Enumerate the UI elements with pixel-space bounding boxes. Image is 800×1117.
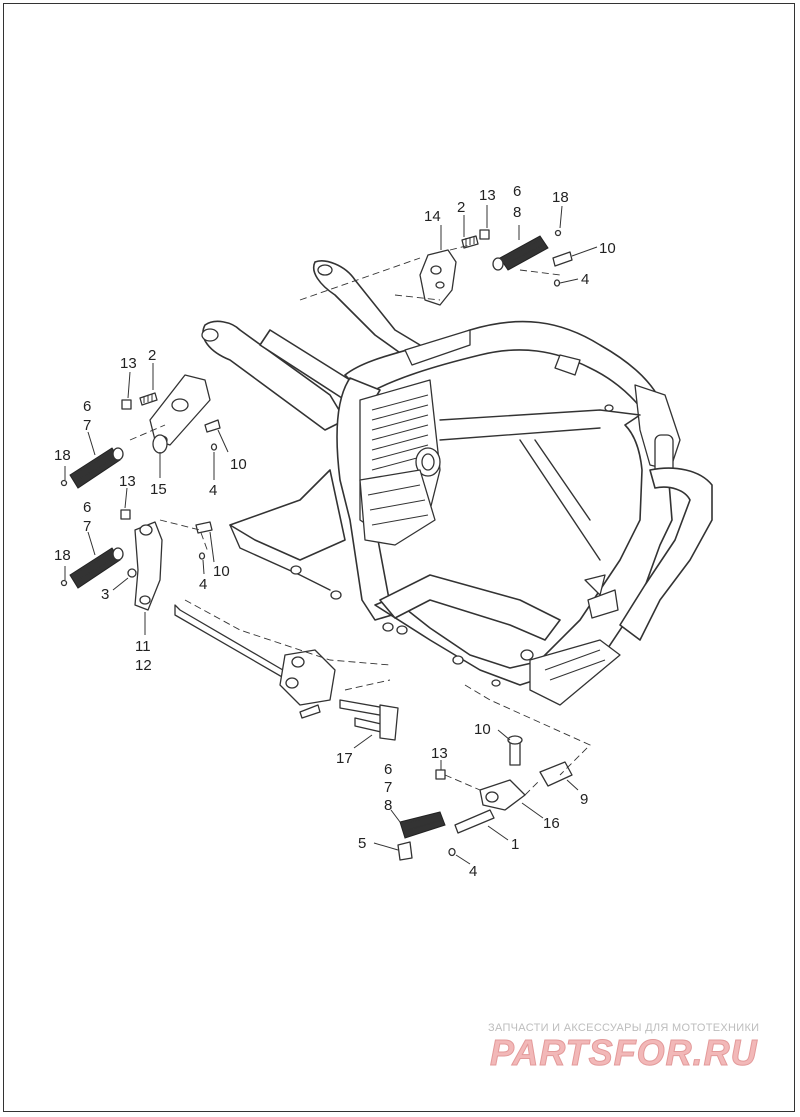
upper-left-footpeg-assembly [60, 374, 221, 489]
callout-8: 8 [513, 204, 521, 221]
callout-6: 6 [384, 761, 392, 778]
callout-5: 5 [358, 835, 366, 852]
motorcycle-frame [201, 260, 713, 706]
callout-3: 3 [101, 586, 109, 603]
callout-13: 13 [120, 355, 137, 372]
callout-7: 7 [83, 518, 91, 535]
callout-labels: 14 2 13 6 8 18 10 4 13 2 6 7 18 10 4 15 … [54, 183, 616, 880]
callout-15: 15 [150, 481, 167, 498]
callout-6: 6 [83, 398, 91, 415]
callout-4: 4 [469, 863, 477, 880]
callout-18: 18 [54, 547, 71, 564]
callout-7: 7 [83, 417, 91, 434]
callout-4: 4 [199, 576, 207, 593]
callout-10: 10 [599, 240, 616, 257]
callout-17: 17 [336, 750, 353, 767]
bottom-right-footpeg-assembly [397, 684, 591, 861]
callout-2: 2 [457, 199, 465, 216]
callout-4: 4 [581, 271, 589, 288]
callout-8: 8 [384, 797, 392, 814]
callout-6: 6 [513, 183, 521, 200]
callout-11: 11 [135, 638, 151, 655]
callout-18: 18 [552, 189, 569, 206]
callout-14: 14 [424, 208, 441, 225]
leader-lines [64, 205, 598, 865]
callout-13: 13 [119, 473, 136, 490]
lower-left-footpeg-assembly [60, 509, 399, 741]
callout-16: 16 [543, 815, 560, 832]
callout-18: 18 [54, 447, 71, 464]
callout-6: 6 [83, 499, 91, 516]
page-border [3, 3, 795, 1112]
watermark-caption: ЗАПЧАСТИ И АКСЕССУАРЫ ДЛЯ МОТОТЕХНИКИ [488, 1022, 760, 1034]
callout-4: 4 [209, 482, 217, 499]
top-right-footpeg-assembly [299, 229, 573, 306]
callout-13: 13 [479, 187, 496, 204]
callout-10: 10 [230, 456, 247, 473]
callout-7: 7 [384, 779, 392, 796]
callout-9: 9 [580, 791, 588, 808]
callout-10: 10 [213, 563, 230, 580]
callout-2: 2 [148, 347, 156, 364]
watermark-logo: PARTSFOR.RU [490, 1032, 758, 1074]
callout-12: 12 [135, 657, 152, 674]
callout-13: 13 [431, 745, 448, 762]
callout-10: 10 [474, 721, 491, 738]
callout-1: 1 [511, 836, 519, 853]
